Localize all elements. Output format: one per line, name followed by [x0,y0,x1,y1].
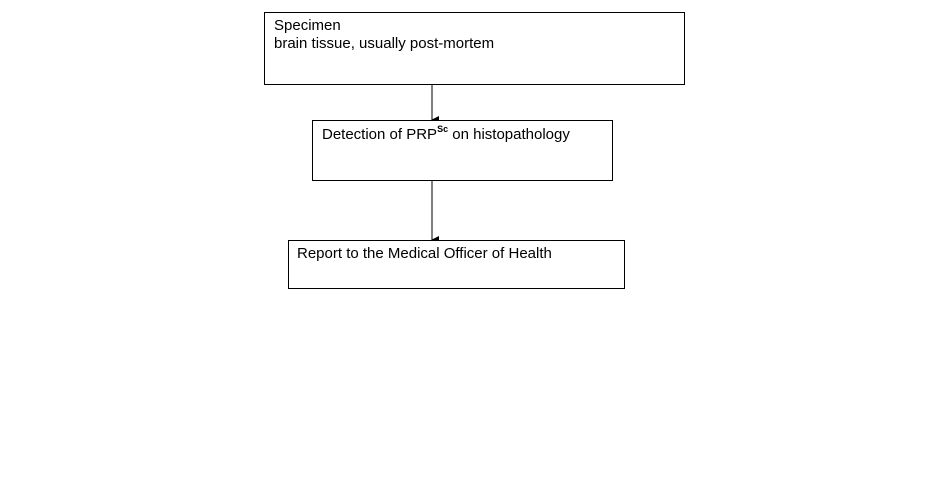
report-box: Report to the Medical Officer of Health [288,240,625,289]
detection-text-before: Detection of PRP [322,126,438,143]
detection-box: Detection of PRPSc on histopathology [312,120,613,181]
specimen-title: Specimen [274,17,341,34]
specimen-box: Specimen brain tissue, usually post-mort… [264,12,685,85]
detection-text-after: on histopathology [448,126,570,143]
specimen-detail: brain tissue, usually post-mortem [274,35,495,52]
detection-superscript: Sc [437,124,449,134]
detection-label: Detection of PRPSc on histopathology [322,124,603,144]
report-text: Report to the Medical Officer of Health [297,245,552,262]
